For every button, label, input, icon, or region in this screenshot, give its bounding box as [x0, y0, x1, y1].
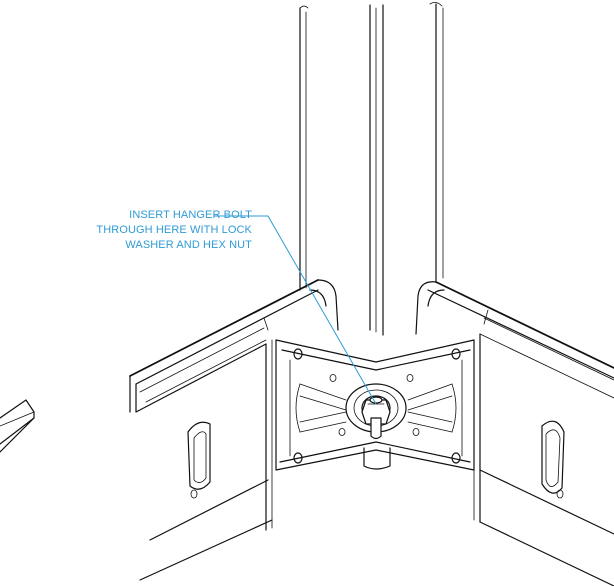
loose-plate [0, 399, 35, 453]
callout-line-2: THROUGH HERE WITH LOCK [96, 224, 252, 236]
hanger-bolt-assembly [345, 383, 407, 440]
callout-label: INSERT HANGER BOLT THROUGH HERE WITH LOC… [0, 208, 252, 253]
left-wall-panel [129, 279, 339, 581]
callout-line-1: INSERT HANGER BOLT [129, 209, 252, 221]
callout-leader-line [214, 215, 377, 405]
corner-post [299, 2, 444, 336]
callout-line-3: WASHER AND HEX NUT [125, 239, 252, 251]
